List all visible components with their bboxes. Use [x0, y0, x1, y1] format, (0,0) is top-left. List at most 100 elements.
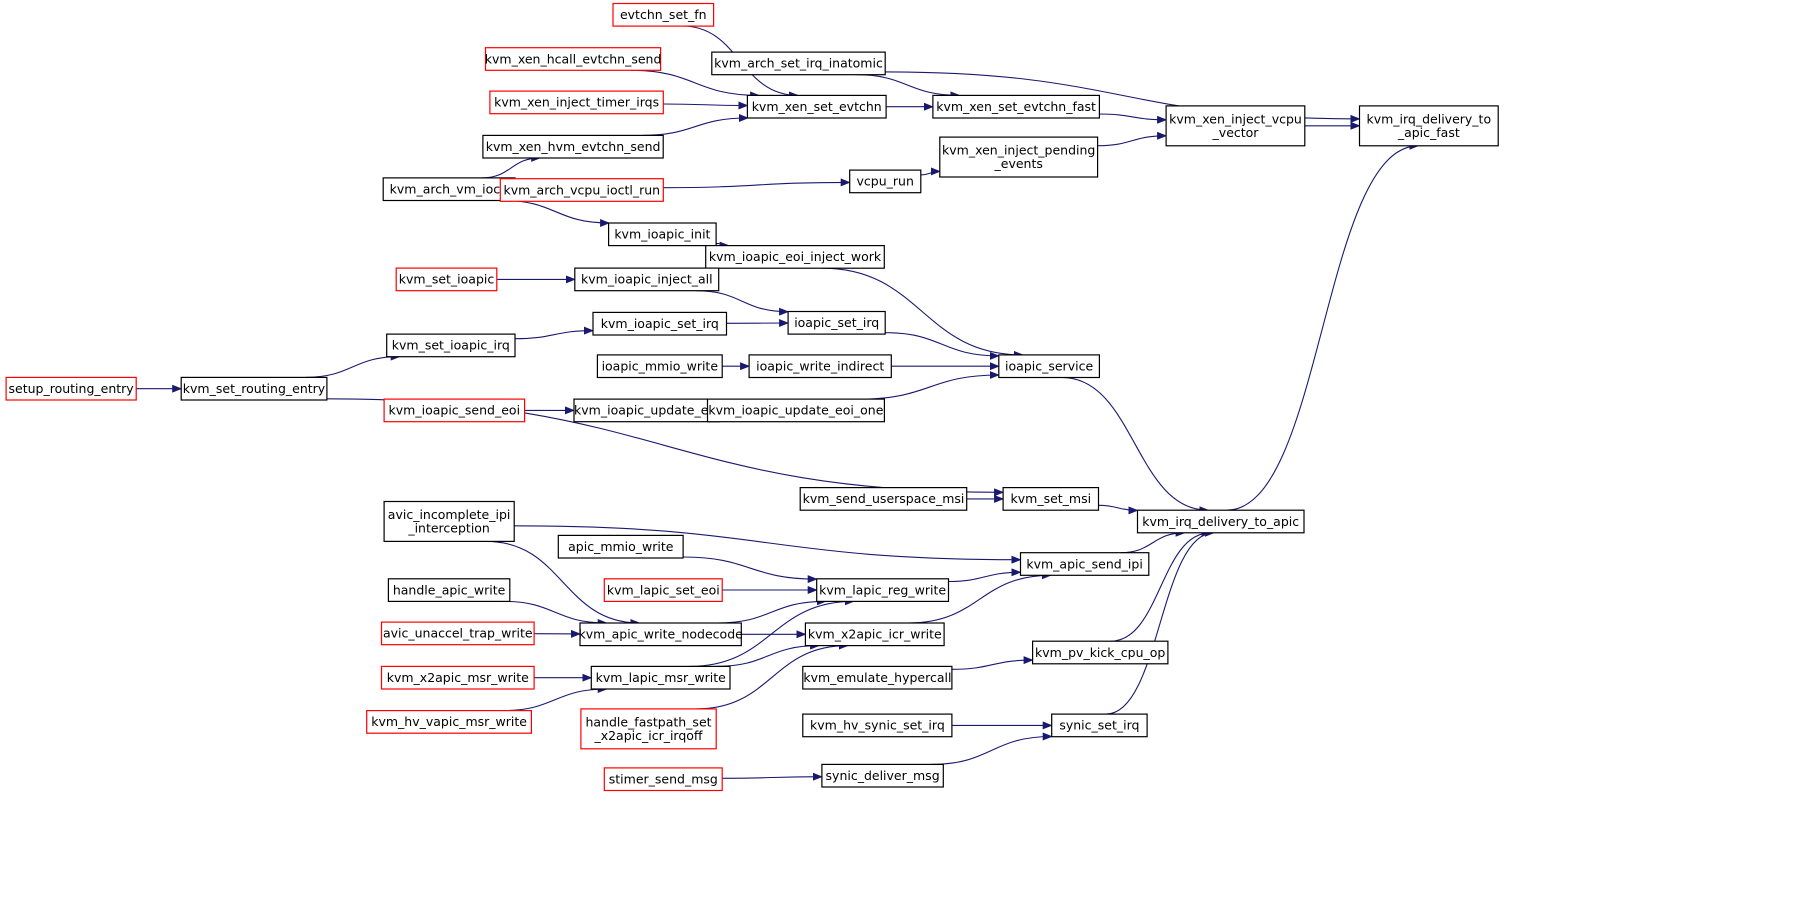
node-ioapic-mmio-write[interactable]: ioapic_mmio_write	[596, 354, 723, 379]
node-label: kvm_set_routing_entry	[183, 381, 326, 396]
node-kvm-arch-vcpu-ioctl-run[interactable]: kvm_arch_vcpu_ioctl_run	[499, 178, 664, 202]
edge-vcpu_run-to-kvm_xen_inject_pending_events	[920, 167, 941, 176]
node-avic-incomplete-ipi-interception[interactable]: avic_incomplete_ipi_interception	[383, 500, 515, 543]
node-evtchn-set-fn[interactable]: evtchn_set_fn	[612, 2, 715, 27]
node-kvm-ioapic-init[interactable]: kvm_ioapic_init	[607, 222, 717, 247]
node-kvm-set-routing-entry[interactable]: kvm_set_routing_entry	[180, 376, 328, 401]
node-box	[932, 94, 1101, 119]
node-label: _events	[994, 156, 1043, 171]
node-kvm-apic-write-nodecode[interactable]: kvm_apic_write_nodecode	[579, 622, 744, 647]
node-label: ioapic_set_irq	[794, 315, 879, 330]
node-kvm-lapic-msr-write[interactable]: kvm_lapic_msr_write	[590, 665, 731, 690]
node-box	[603, 578, 723, 602]
node-kvm-set-msi[interactable]: kvm_set_msi	[1002, 487, 1100, 511]
node-label: kvm_hv_synic_set_irq	[810, 718, 945, 733]
node-kvm-set-ioapic-irq[interactable]: kvm_set_ioapic_irq	[386, 333, 516, 358]
node-kvm-pv-kick-cpu-op[interactable]: kvm_pv_kick_cpu_op	[1031, 640, 1169, 665]
node-kvm-emulate-hypercall[interactable]: kvm_emulate_hypercall	[802, 665, 953, 690]
node-box	[590, 665, 731, 690]
node-label: kvm_xen_inject_pending	[942, 143, 1095, 158]
node-synic-set-irq[interactable]: synic_set_irq	[1051, 713, 1148, 738]
node-box	[998, 354, 1100, 379]
node-handle-apic-write[interactable]: handle_apic_write	[387, 578, 511, 602]
node-kvm-lapic-reg-write[interactable]: kvm_lapic_reg_write	[816, 578, 950, 602]
node-box	[180, 376, 328, 401]
node-kvm-ioapic-update-eoi-one[interactable]: kvm_ioapic_update_eoi_one	[706, 398, 885, 423]
node-box	[5, 376, 137, 401]
node-kvm-x2apic-icr-write[interactable]: kvm_x2apic_icr_write	[804, 622, 945, 647]
node-kvm-arch-vm-ioctl[interactable]: kvm_arch_vm_ioctl	[382, 177, 516, 202]
node-vcpu-run[interactable]: vcpu_run	[849, 169, 922, 194]
node-kvm-hv-synic-set-irq[interactable]: kvm_hv_synic_set_irq	[802, 713, 953, 738]
node-handle-fastpath-set-x2apic-icr-irqoff[interactable]: handle_fastpath_set_x2apic_icr_irqoff	[580, 708, 717, 750]
node-kvm-irq-delivery-to-apic[interactable]: kvm_irq_delivery_to_apic	[1136, 509, 1305, 534]
node-kvm-set-ioapic[interactable]: kvm_set_ioapic	[395, 267, 498, 292]
node-label: kvm_xen_set_evtchn_fast	[936, 99, 1096, 114]
node-label: ioapic_mmio_write	[602, 359, 719, 374]
edge-kvm_lapic_msr_write-to-kvm_x2apic_icr_write	[716, 641, 821, 667]
node-kvm-xen-hvm-evtchn-send[interactable]: kvm_xen_hvm_evtchn_send	[482, 134, 664, 159]
node-ioapic-set-irq[interactable]: ioapic_set_irq	[787, 310, 886, 335]
node-kvm-xen-inject-vcpu-vector[interactable]: kvm_xen_inject_vcpu_vector	[1165, 105, 1306, 147]
node-setup-routing-entry[interactable]: setup_routing_entry	[5, 376, 137, 401]
node-kvm-ioapic-eoi-inject-work[interactable]: kvm_ioapic_eoi_inject_work	[705, 245, 885, 269]
edge-kvm_lapic_msr_write-to-kvm_lapic_reg_write	[689, 597, 855, 667]
edge-kvm_emulate_hypercall-to-kvm_pv_kick_cpu_op	[951, 656, 1034, 670]
node-kvm-ioapic-update-eoi[interactable]: kvm_ioapic_update_eoi	[573, 398, 721, 423]
node-box	[804, 622, 945, 647]
node-kvm-lapic-set-eoi[interactable]: kvm_lapic_set_eoi	[603, 578, 723, 602]
node-label: kvm_lapic_reg_write	[819, 582, 946, 597]
node-label: kvm_xen_inject_timer_irqs	[494, 95, 659, 110]
node-label: kvm_arch_vm_ioctl	[390, 182, 509, 197]
node-box	[380, 621, 535, 646]
node-apic-mmio-write[interactable]: apic_mmio_write	[557, 534, 684, 559]
edge-kvm_set_routing_entry-to-kvm_set_ioapic_irq	[305, 352, 401, 378]
node-label: kvm_xen_inject_vcpu	[1169, 111, 1302, 126]
node-avic-unaccel-trap-write[interactable]: avic_unaccel_trap_write	[380, 621, 535, 646]
edge-kvm_set_msi-to-kvm_irq_delivery_to_apic	[1098, 504, 1139, 515]
node-label: ioapic_service	[1005, 359, 1093, 374]
node-kvm-apic-send-ipi[interactable]: kvm_apic_send_ipi	[1019, 552, 1150, 576]
node-kvm-send-userspace-msi[interactable]: kvm_send_userspace_msi	[799, 487, 968, 511]
node-box	[1358, 105, 1499, 147]
node-label: kvm_ioapic_set_irq	[601, 316, 719, 331]
edge-stimer_send_msg-to-synic_deliver_msg	[722, 772, 823, 781]
node-box	[607, 222, 717, 247]
node-stimer-send-msg[interactable]: stimer_send_msg	[603, 767, 723, 792]
node-box	[383, 398, 526, 423]
node-box	[748, 354, 892, 379]
node-label: handle_fastpath_set	[585, 714, 711, 729]
node-kvm-ioapic-set-irq[interactable]: kvm_ioapic_set_irq	[592, 311, 728, 336]
node-kvm-irq-delivery-to-apic-fast[interactable]: kvm_irq_delivery_to_apic_fast	[1358, 105, 1499, 147]
node-box	[799, 487, 968, 511]
node-box	[484, 47, 662, 71]
node-label: kvm_arch_set_irq_inatomic	[714, 56, 883, 71]
node-label: kvm_set_ioapic	[399, 272, 495, 287]
nodes-layer: kvm_irq_delivery_to_apic_fast kvm_xen_inj…	[5, 2, 1499, 792]
node-kvm-hv-vapic-msr-write[interactable]: kvm_hv_vapic_msr_write	[366, 709, 533, 734]
node-kvm-xen-hcall-evtchn-send[interactable]: kvm_xen_hcall_evtchn_send	[484, 47, 662, 71]
edge-apic_mmio_write-to-kvm_lapic_reg_write	[683, 556, 818, 584]
node-label: kvm_irq_delivery_to	[1366, 111, 1491, 126]
node-kvm-x2apic-msr-write[interactable]: kvm_x2apic_msr_write	[380, 665, 535, 690]
node-kvm-arch-set-irq-inatomic[interactable]: kvm_arch_set_irq_inatomic	[711, 51, 886, 76]
edge-kvm_set_ioapic_irq-to-kvm_ioapic_set_irq	[514, 326, 594, 340]
node-ioapic-service[interactable]: ioapic_service	[998, 354, 1100, 379]
node-kvm-ioapic-send-eoi[interactable]: kvm_ioapic_send_eoi	[383, 398, 526, 423]
node-kvm-xen-inject-timer-irqs[interactable]: kvm_xen_inject_timer_irqs	[489, 90, 664, 115]
edge-kvm_arch_vcpu_ioctl_run-to-vcpu_run	[663, 178, 851, 189]
node-label: ioapic_write_indirect	[756, 359, 884, 374]
node-label: kvm_set_msi	[1011, 491, 1092, 506]
node-label: kvm_x2apic_icr_write	[808, 627, 942, 642]
node-kvm-ioapic-inject-all[interactable]: kvm_ioapic_inject_all	[574, 267, 720, 292]
node-ioapic-write-indirect[interactable]: ioapic_write_indirect	[748, 354, 892, 379]
edge-avic_incomplete_ipi_interception-to-kvm_apic_send_ipi	[514, 525, 1022, 564]
node-synic-deliver-msg[interactable]: synic_deliver_msg	[821, 763, 944, 788]
node-kvm-xen-set-evtchn-fast[interactable]: kvm_xen_set_evtchn_fast	[932, 94, 1101, 119]
node-kvm-xen-inject-pending-events[interactable]: kvm_xen_inject_pending_events	[939, 136, 1099, 178]
edge-kvm_xen_inject_pending_events-to-kvm_xen_inject_vcpu_vector	[1097, 131, 1168, 147]
node-label: synic_set_irq	[1059, 718, 1139, 733]
node-box	[821, 763, 944, 788]
node-kvm-xen-set-evtchn[interactable]: kvm_xen_set_evtchn	[746, 94, 887, 119]
node-label: _interception	[407, 521, 490, 536]
